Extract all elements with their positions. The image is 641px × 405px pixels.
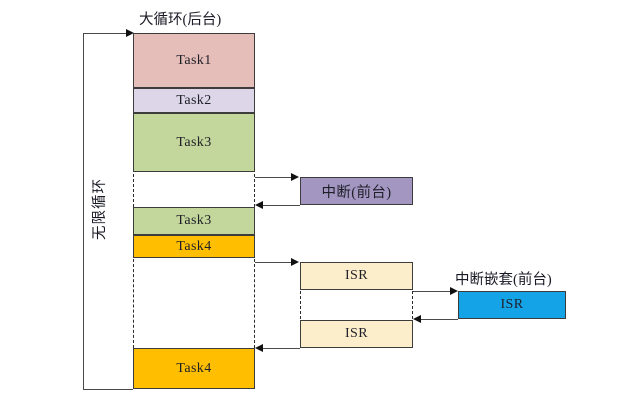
task3-first-label: Task3 <box>176 134 212 150</box>
nested-isr-return-line <box>420 319 458 320</box>
interrupt-enter-line <box>255 177 297 178</box>
isr-return-arrowhead <box>255 343 263 352</box>
suspend-gap1-left-dashed-line <box>133 174 134 207</box>
nested-isr-return-arrowhead <box>413 314 421 323</box>
task4-first-block: Task4 <box>133 235 255 258</box>
task4-first-label: Task4 <box>176 238 212 254</box>
task4-second-label: Task4 <box>176 360 212 376</box>
loop-left-line <box>83 33 84 390</box>
isr-enter-arrowhead <box>291 257 299 266</box>
interrupt-enter-arrowhead <box>291 172 299 181</box>
task3-second-block: Task3 <box>133 207 255 235</box>
isr-nested-block: ISR <box>458 291 566 319</box>
nested-isr-enter-arrowhead <box>450 286 458 295</box>
isr-gap-right-dashed-line <box>412 291 413 319</box>
interrupt-label: 中断(前台) <box>321 184 392 201</box>
isr-bottom-block: ISR <box>300 320 413 348</box>
isr-top-label: ISR <box>345 268 368 283</box>
task2-label: Task2 <box>176 92 212 108</box>
isr-gap-left-dashed-line <box>300 291 301 319</box>
infinite-loop-label: 无限循环 <box>92 178 108 240</box>
interrupt-return-arrowhead <box>255 200 263 209</box>
interrupt-block: 中断(前台) <box>300 177 413 205</box>
suspend-gap2-right-dashed-line <box>254 259 255 348</box>
nested-isr-enter-line <box>413 291 455 292</box>
interrupt-return-line <box>262 205 300 206</box>
task1-block: Task1 <box>133 33 255 88</box>
task1-label: Task1 <box>176 52 212 68</box>
figure-caption <box>230 396 470 405</box>
loop-top-line <box>83 33 127 34</box>
suspend-gap1-right-dashed-line <box>254 174 255 207</box>
isr-top-block: ISR <box>300 262 413 290</box>
isr-enter-line <box>255 262 297 263</box>
task3-first-block: Task3 <box>133 113 255 172</box>
loop-top-arrowhead <box>126 28 134 37</box>
loop-bottom-line <box>83 389 133 390</box>
task4-second-block: Task4 <box>133 348 255 389</box>
nested-interrupt-title: 中断嵌套(前台) <box>455 272 552 288</box>
isr-return-line <box>262 348 300 349</box>
isr-bottom-label: ISR <box>345 326 368 341</box>
suspend-gap2-left-dashed-line <box>133 259 134 348</box>
isr-nested-label: ISR <box>500 297 524 312</box>
task3-second-label: Task3 <box>176 213 212 228</box>
background-loop-title: 大循环(后台) <box>139 12 222 28</box>
task2-block: Task2 <box>133 88 255 113</box>
